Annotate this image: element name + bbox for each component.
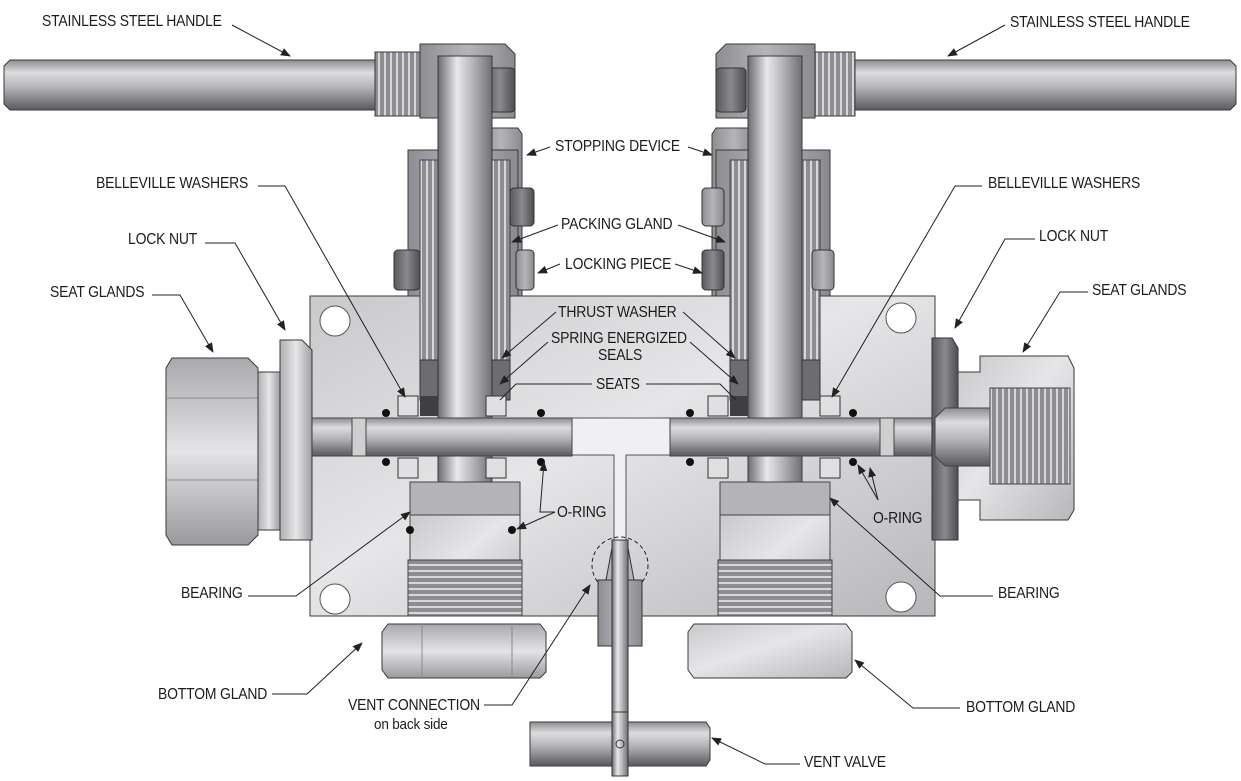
label-belleville-washers-right: BELLEVILLE WASHERS <box>988 175 1141 192</box>
label-seats: SEATS <box>596 376 640 393</box>
label-o-ring-center: O-RING <box>557 504 607 521</box>
left-handle <box>3 51 424 117</box>
label-lock-nut-left: LOCK NUT <box>128 231 198 248</box>
label-bearing-right: BEARING <box>998 585 1060 602</box>
label-vent-valve: VENT VALVE <box>804 754 886 771</box>
label-bottom-gland-right: BOTTOM GLAND <box>966 699 1076 716</box>
label-o-ring-right: O-RING <box>873 510 923 527</box>
right-stem-assembly <box>701 43 835 617</box>
label-vent-connection-subtitle: on back side <box>374 716 448 733</box>
vent-valve <box>529 536 711 777</box>
left-bottom-gland <box>381 623 547 679</box>
label-seat-glands-right: SEAT GLANDS <box>1092 282 1187 299</box>
label-belleville-washers-left: BELLEVILLE WASHERS <box>96 175 249 192</box>
label-bearing-left: BEARING <box>181 585 243 602</box>
label-stainless-steel-handle-right: STAINLESS STEEL HANDLE <box>1010 14 1190 31</box>
leader-lines <box>152 24 1088 765</box>
label-packing-gland: PACKING GLAND <box>561 216 673 233</box>
label-thrust-washer: THRUST WASHER <box>558 304 677 321</box>
label-lock-nut-right: LOCK NUT <box>1039 228 1109 245</box>
label-stainless-steel-handle-left: STAINLESS STEEL HANDLE <box>42 13 222 30</box>
right-bottom-gland <box>687 623 853 679</box>
label-spring-energized: SPRING ENERGIZED <box>551 330 687 347</box>
label-stopping-device: STOPPING DEVICE <box>555 138 680 155</box>
left-seal-stack <box>382 395 545 534</box>
right-seat-gland <box>931 337 1075 541</box>
label-locking-piece: LOCKING PIECE <box>565 256 672 273</box>
label-seat-glands-left: SEAT GLANDS <box>50 284 145 301</box>
seat-bore <box>309 395 936 534</box>
label-vent-connection: VENT CONNECTION <box>348 697 480 714</box>
left-seat-gland <box>165 339 313 546</box>
right-seal-stack <box>686 395 857 479</box>
label-bottom-gland-left: BOTTOM GLAND <box>158 686 268 703</box>
right-handle <box>806 51 1237 117</box>
label-seals: SEALS <box>598 347 643 364</box>
